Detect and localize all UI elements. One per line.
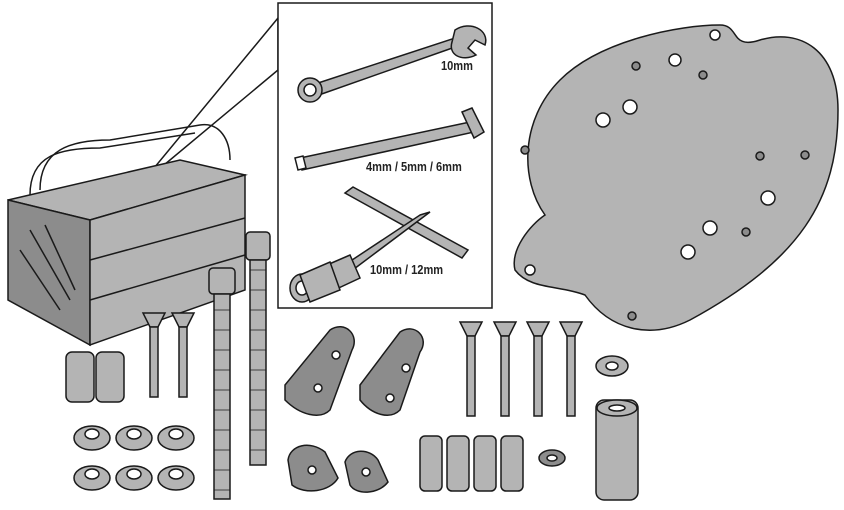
flat-washer xyxy=(595,355,629,377)
mounting-plate xyxy=(513,24,839,331)
wrench-icon xyxy=(297,25,487,103)
hex-key-icon xyxy=(294,107,485,171)
wrench-size-label: 10mm xyxy=(441,58,473,73)
spacer xyxy=(419,435,524,492)
large-spacer xyxy=(595,399,639,501)
long-bolt xyxy=(245,231,271,466)
t-socket-wrench-icon xyxy=(289,186,470,303)
socket-wrench-size-label: 10mm / 12mm xyxy=(370,262,444,277)
spacer xyxy=(65,351,125,403)
long-bolt xyxy=(208,267,236,500)
toolbox-icon xyxy=(7,124,248,347)
hex-key-size-label: 4mm / 5mm / 6mm xyxy=(366,159,462,174)
countersunk-bolt xyxy=(458,321,584,417)
countersunk-bolt xyxy=(170,312,196,398)
rubber-pad xyxy=(284,326,424,493)
spring-washer xyxy=(538,449,566,467)
callout-leader xyxy=(139,15,279,186)
countersunk-bolt xyxy=(141,312,167,398)
